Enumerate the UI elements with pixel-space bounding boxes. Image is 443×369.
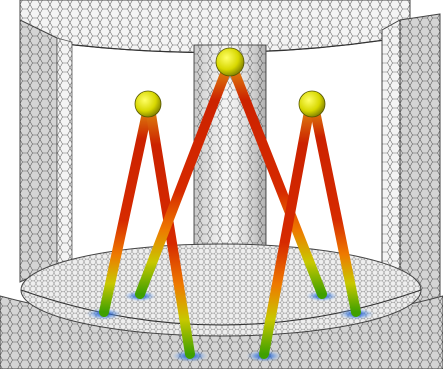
center-column — [193, 44, 267, 261]
strut — [99, 103, 153, 317]
struts — [99, 61, 361, 359]
spheres — [134, 47, 326, 118]
enclosure-left-wall — [19, 19, 73, 283]
sphere-left — [134, 90, 162, 118]
sphere-right — [298, 90, 326, 118]
strut — [227, 61, 327, 299]
sphere-center — [215, 47, 245, 77]
base-plate — [0, 243, 443, 369]
enclosure-right-wall — [381, 13, 441, 311]
strut — [145, 103, 195, 359]
strut — [259, 101, 315, 359]
strut — [309, 101, 361, 317]
strut — [135, 61, 233, 299]
